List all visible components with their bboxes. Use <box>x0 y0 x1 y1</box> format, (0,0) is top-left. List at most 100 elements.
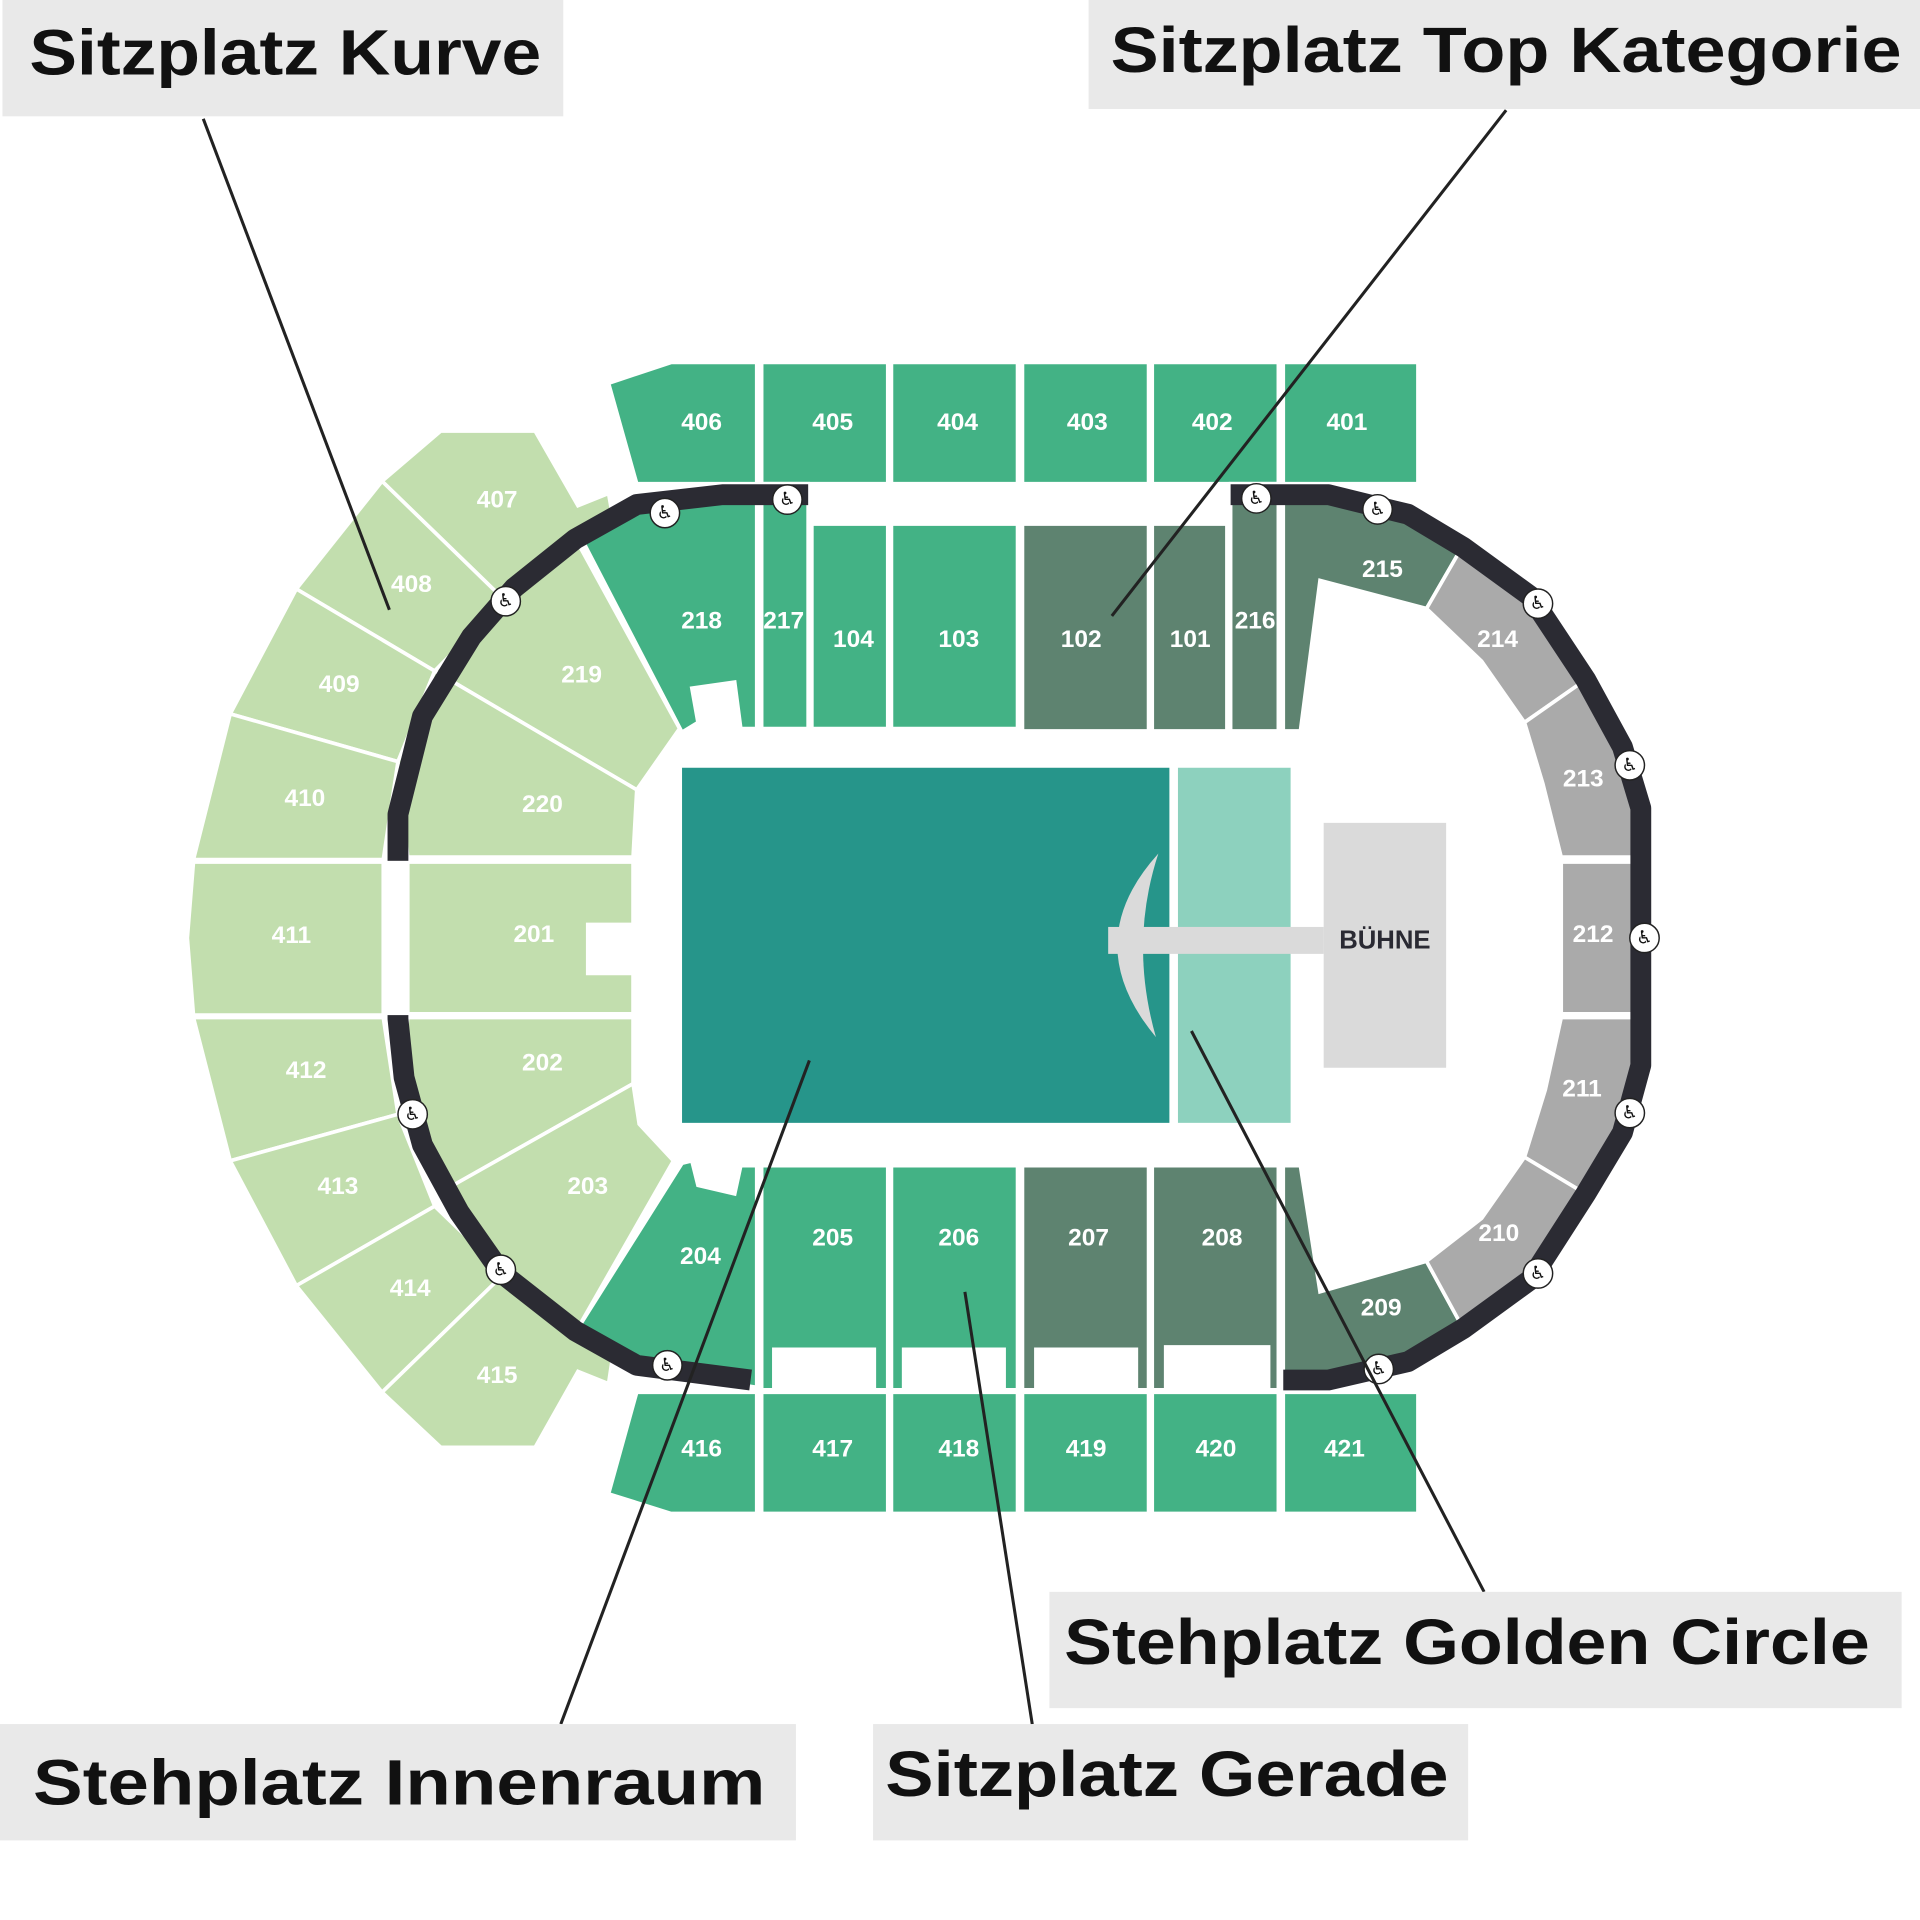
section-401[interactable]: 401 <box>1281 360 1420 486</box>
section-shape[interactable] <box>1150 1163 1281 1392</box>
section-420[interactable]: 420 <box>1150 1390 1281 1516</box>
section-shape[interactable] <box>185 860 386 1017</box>
section-406[interactable]: 406 <box>606 360 759 486</box>
section-shape[interactable] <box>191 711 401 862</box>
section-404[interactable]: 404 <box>889 360 1020 486</box>
section-219[interactable]: 219 <box>431 535 682 793</box>
section-103[interactable]: 103 <box>889 522 1020 731</box>
svg-text:♿: ♿ <box>1369 499 1385 520</box>
section-411[interactable]: 411 <box>185 860 386 1017</box>
section-label: 419 <box>1066 1435 1107 1462</box>
callout-line-gerade <box>963 1291 1034 1725</box>
section-shape[interactable] <box>759 1390 890 1516</box>
section-label: 205 <box>812 1225 853 1252</box>
section-416[interactable]: 416 <box>606 1390 759 1516</box>
callout-top-kategorie: Sitzplatz Top Kategorie <box>1088 0 1920 109</box>
section-shape[interactable] <box>1150 522 1229 733</box>
callout-golden-circle: Stehplatz Golden Circle <box>1049 1591 1902 1709</box>
section-shape[interactable] <box>1020 1163 1151 1392</box>
section-label: 207 <box>1068 1225 1109 1252</box>
callout-box <box>0 1724 796 1841</box>
section-shape[interactable] <box>889 360 1020 486</box>
section-label: 420 <box>1196 1435 1237 1462</box>
callouts <box>201 109 1508 1725</box>
svg-text:♿: ♿ <box>779 489 795 510</box>
svg-text:♿: ♿ <box>1530 593 1546 614</box>
section-104[interactable]: 104 <box>810 522 890 731</box>
callout-text: Stehplatz Golden Circle <box>1064 1607 1870 1678</box>
section-410[interactable]: 410 <box>191 711 401 862</box>
callout-text: Sitzplatz Top Kategorie <box>1111 15 1902 86</box>
section-205[interactable]: 205 <box>759 1163 890 1392</box>
section-label: 211 <box>1562 1075 1601 1102</box>
section-shape[interactable] <box>759 481 810 731</box>
section-label: 215 <box>1362 556 1403 583</box>
wheelchair-spots: ♿♿♿♿♿♿♿♿♿♿♿♿♿♿ <box>397 482 1660 1385</box>
section-413[interactable]: 413 <box>227 1112 437 1289</box>
section-label: 102 <box>1061 626 1102 653</box>
wheelchair-accessible-icon: ♿ <box>651 1349 683 1381</box>
callout-gerade: Sitzplatz Gerade <box>873 1724 1469 1841</box>
section-shape[interactable] <box>1150 1390 1281 1516</box>
section-shape[interactable] <box>1020 360 1151 486</box>
section-label: 206 <box>938 1225 979 1252</box>
svg-text:♿: ♿ <box>497 591 513 612</box>
section-shape[interactable] <box>1020 1390 1151 1516</box>
section-shape[interactable] <box>396 668 639 859</box>
floor-innenraum[interactable] <box>682 767 1170 1123</box>
wheelchair-accessible-icon: ♿ <box>1614 749 1646 781</box>
section-shape[interactable] <box>1281 1390 1420 1516</box>
section-421[interactable]: 421 <box>1281 1390 1420 1516</box>
svg-text:♿: ♿ <box>1248 488 1264 509</box>
section-402[interactable]: 402 <box>1150 360 1281 486</box>
section-label: 209 <box>1361 1294 1402 1321</box>
section-label: 404 <box>937 409 978 436</box>
section-label: 414 <box>390 1275 431 1302</box>
section-shape[interactable] <box>405 860 635 1016</box>
section-label: 406 <box>681 409 722 436</box>
section-label: 415 <box>477 1362 518 1389</box>
section-label: 410 <box>284 785 325 812</box>
section-shape[interactable] <box>759 1163 890 1392</box>
section-shape[interactable] <box>1281 360 1420 486</box>
section-shape[interactable] <box>606 360 759 486</box>
section-label: 213 <box>1563 765 1604 792</box>
section-label: 218 <box>681 608 722 635</box>
section-shape[interactable] <box>606 1390 759 1516</box>
section-419[interactable]: 419 <box>1020 1390 1151 1516</box>
section-shape[interactable] <box>1228 481 1281 733</box>
section-shape[interactable] <box>1020 522 1151 733</box>
section-label: 101 <box>1170 626 1211 653</box>
section-403[interactable]: 403 <box>1020 360 1151 486</box>
section-label: 409 <box>319 671 360 698</box>
section-shape[interactable] <box>759 360 890 486</box>
wheelchair-accessible-icon: ♿ <box>1522 588 1554 620</box>
section-207[interactable]: 207 <box>1020 1163 1151 1392</box>
wheelchair-accessible-icon: ♿ <box>1362 493 1393 525</box>
section-label: 416 <box>681 1435 722 1462</box>
section-208[interactable]: 208 <box>1150 1163 1281 1392</box>
wheelchair-accessible-icon: ♿ <box>1614 1097 1646 1129</box>
section-shape[interactable] <box>810 522 890 731</box>
section-220[interactable]: 220 <box>396 668 639 859</box>
section-label: 412 <box>286 1057 327 1084</box>
section-417[interactable]: 417 <box>759 1390 890 1516</box>
section-102[interactable]: 102 <box>1020 522 1151 733</box>
wheelchair-accessible-icon: ♿ <box>397 1098 429 1130</box>
section-label: 210 <box>1478 1220 1519 1247</box>
section-label: 203 <box>567 1173 608 1200</box>
section-217[interactable]: 217 <box>759 481 810 731</box>
section-206[interactable]: 206 <box>889 1163 1020 1392</box>
section-shape[interactable] <box>889 1163 1020 1392</box>
svg-text:♿: ♿ <box>659 1355 675 1376</box>
section-216[interactable]: 216 <box>1228 481 1281 733</box>
section-shape[interactable] <box>889 522 1020 731</box>
section-201[interactable]: 201 <box>405 860 635 1016</box>
section-405[interactable]: 405 <box>759 360 890 486</box>
stage-crescent <box>1117 853 1159 1038</box>
wheelchair-accessible-icon: ♿ <box>1522 1258 1554 1289</box>
section-418[interactable]: 418 <box>889 1390 1020 1516</box>
section-204[interactable]: 204 <box>572 1158 759 1390</box>
section-101[interactable]: 101 <box>1150 522 1229 733</box>
wheelchair-accessible-icon: ♿ <box>485 1254 517 1286</box>
